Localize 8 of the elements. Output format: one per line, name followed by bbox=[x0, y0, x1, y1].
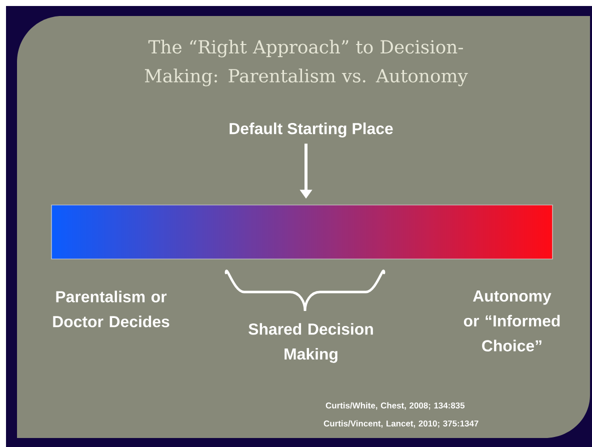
citation-text: Curtis/Vincent, Lancet, 2010; 375:1347 bbox=[324, 420, 478, 428]
position-label: Autonomy or “Informed Choice” bbox=[464, 290, 560, 352]
citation-text: Curtis/White, Chest, 2008; 134:835 bbox=[326, 402, 465, 410]
heading-text: Default Starting Place bbox=[230, 122, 393, 138]
title: The “Right Approach” to Decision-Making: Parentalism vs. Autonomy bbox=[144, 40, 468, 86]
position-label: Parentalism or Doctor Decides bbox=[53, 290, 170, 328]
gradient-bar bbox=[51, 204, 553, 260]
position-label: Shared Decision Making bbox=[248, 323, 373, 363]
